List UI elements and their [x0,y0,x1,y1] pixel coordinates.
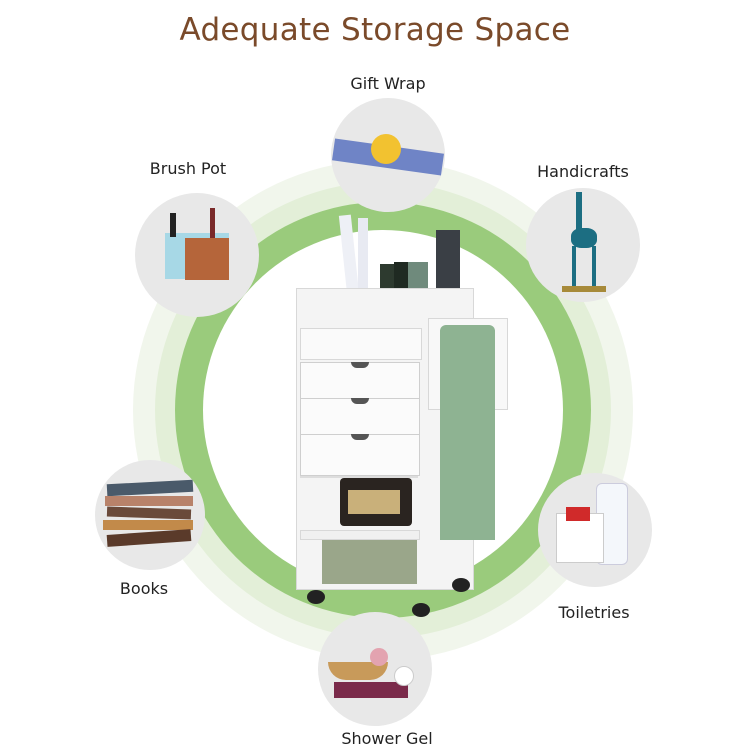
page-title: Adequate Storage Space [179,12,571,48]
label-handicrafts: Handicrafts [537,162,629,181]
handicrafts-image [526,188,640,302]
toiletries-image [538,473,652,587]
label-books: Books [119,579,169,598]
gift-wrap-image [331,98,445,212]
label-toiletries: Toiletries [558,603,630,622]
label-gift-wrap: Gift Wrap [350,74,426,93]
label-brush-pot: Brush Pot [149,159,227,178]
shower-gel-image [318,612,432,726]
label-shower-gel: Shower Gel [341,729,433,748]
books-image [95,460,205,570]
brush-pot-image [135,193,259,317]
